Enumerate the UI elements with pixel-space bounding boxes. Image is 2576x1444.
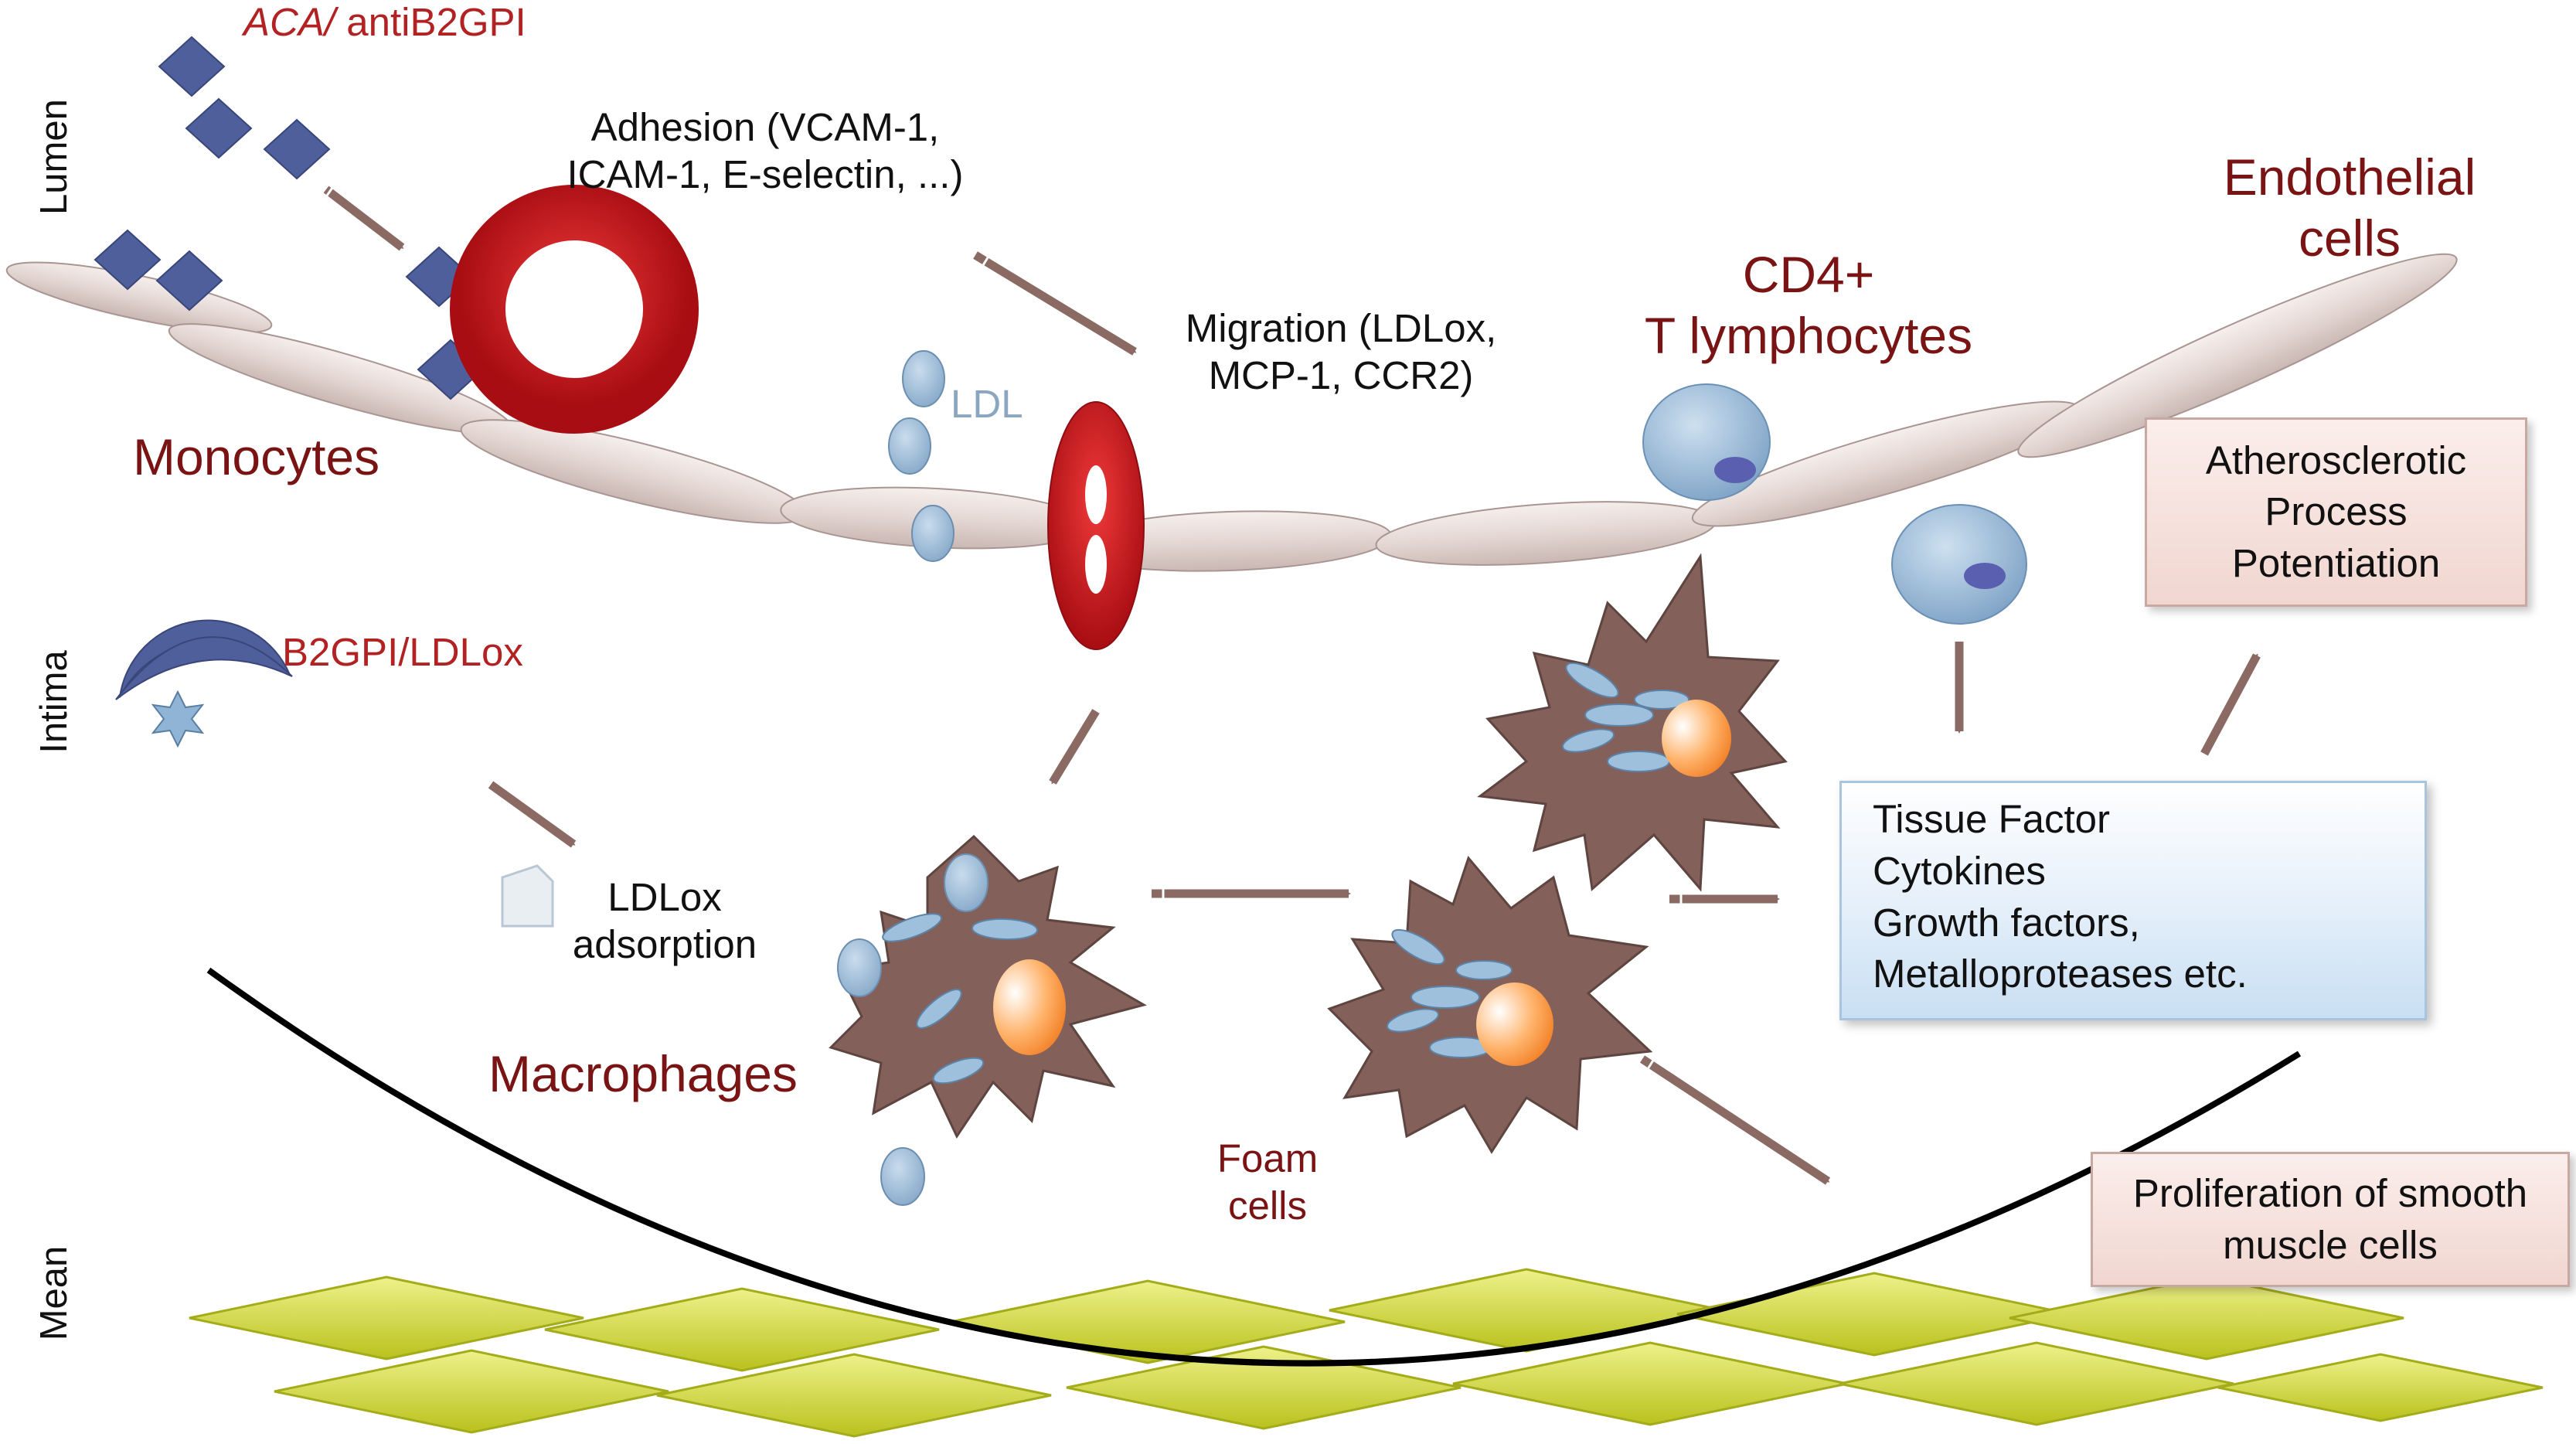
arrow-tails (325, 185, 1683, 1070)
macrophage (829, 834, 1147, 1206)
migration-line-1: Migration (LDLox, (1185, 306, 1497, 350)
ldlox-adsorption-label: LDLox adsorption (549, 874, 781, 968)
migration-line-2: MCP-1, CCR2) (1208, 353, 1474, 398)
foam-cells-label: Foam cells (1159, 1135, 1376, 1229)
macrophages-label: Macrophages (488, 1045, 798, 1102)
cd4-line-1: CD4+ (1742, 246, 1875, 303)
adhesion-line-1: Adhesion (VCAM-1, (590, 105, 940, 149)
factors-line-1: Tissue Factor (1873, 797, 2111, 841)
endothelial-line-1: Endothelial (2223, 148, 2476, 206)
foam-cell-lower (1327, 855, 1653, 1154)
region-intima: Intima (33, 650, 75, 754)
proliferation-line-1: Proliferation of smooth (2132, 1171, 2528, 1216)
endothelial-cells (5, 253, 2458, 572)
factors-line-2: Cytokines (1873, 848, 2046, 893)
migration-label: Migration (LDLox, MCP-1, CCR2) (1155, 305, 1526, 399)
b2gpi-ldlox-label: B2GPI/LDLox (282, 630, 523, 674)
factors-line-4: Metalloproteases etc. (1873, 952, 2248, 996)
proliferation-line-2: muscle cells (2223, 1222, 2438, 1267)
arrow-b2gpi-to-adsorption (488, 781, 577, 848)
atherosclerotic-line-3: Potentiation (2231, 540, 2441, 585)
arrows (323, 186, 2261, 1185)
ldlox-adsorption-icon (501, 864, 554, 928)
arrow-foam-to-proliferation (1639, 1055, 1831, 1185)
factors-box: Tissue Factor Cytokines Growth factors, … (1839, 781, 2427, 1020)
foam-cells-line-1: Foam (1217, 1136, 1319, 1180)
ldl-label: LDL (951, 382, 1023, 426)
aca-label: ACA/ (243, 0, 336, 44)
arrow-to-migration (973, 251, 1137, 356)
smooth-muscle-cells (189, 1268, 2544, 1438)
migrating-monocyte (1047, 401, 1145, 650)
atherosclerotic-process-box: Atherosclerotic Process Potentiation (2145, 417, 2527, 607)
region-mean: Mean (33, 1245, 75, 1341)
arrow-antibody-to-monocyte (323, 186, 405, 251)
b2gpi-ldlox-complex (115, 619, 293, 748)
region-lumen: Lumen (33, 99, 75, 215)
arrow-monocyte-to-macrophage (1049, 709, 1100, 785)
monocytes-label: Monocytes (133, 428, 380, 485)
ldl-particles (888, 350, 955, 562)
foam-cell-upper (1477, 553, 1788, 892)
antibody-diamonds (94, 36, 485, 400)
endothelial-line-2: cells (2298, 209, 2401, 267)
monocyte-ring (450, 185, 699, 434)
cd4-t-lymphocytes-label: CD4+ T lymphocytes (1604, 244, 2013, 366)
proliferation-box: Proliferation of smooth muscle cells (2091, 1152, 2570, 1287)
arrow-factors-to-atherosclerotic (2200, 653, 2261, 756)
atherosclerotic-line-1: Atherosclerotic (2205, 438, 2467, 483)
ldlox-adsorption-line-1: LDLox (607, 875, 722, 919)
endothelial-cells-label: Endothelial cells (2187, 147, 2512, 269)
foam-cells-line-2: cells (1227, 1183, 1308, 1228)
aca-antib2gpi-label: ACA/ antiB2GPI (243, 0, 526, 46)
atherosclerotic-line-2: Process (2265, 489, 2408, 534)
ldlox-adsorption-line-2: adsorption (572, 922, 757, 967)
adhesion-line-2: ICAM-1, E-selectin, ...) (567, 152, 964, 197)
cd4-line-2: T lymphocytes (1644, 307, 1973, 365)
adhesion-label: Adhesion (VCAM-1, ICAM-1, E-selectin, ..… (537, 104, 993, 198)
factors-line-3: Growth factors, (1873, 900, 2140, 945)
t-lymphocytes (1642, 383, 2027, 625)
antib2gpi-label: antiB2GPI (335, 0, 526, 44)
elastic-lamina-curve (206, 967, 2302, 1367)
